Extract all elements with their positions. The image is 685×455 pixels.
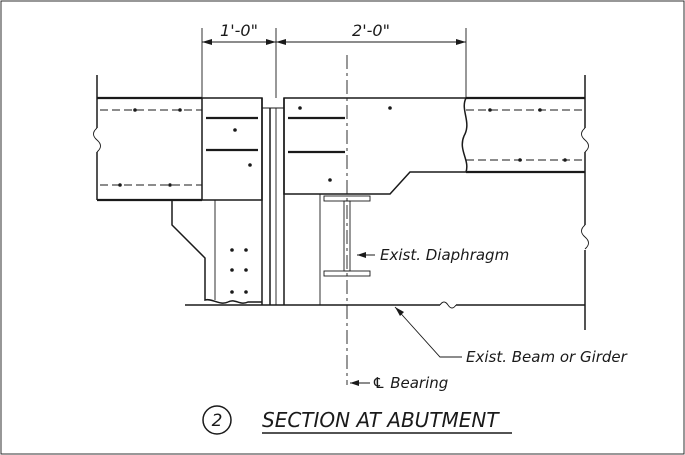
leaders <box>350 252 462 386</box>
abutment-seat <box>171 200 262 304</box>
detail-number: 2 <box>212 411 223 431</box>
dimension-right-label: 2'-0" <box>352 21 390 40</box>
dimension-lines <box>201 28 467 98</box>
dimension-left-label: 1'-0" <box>220 21 258 40</box>
beam-callout: Exist. Beam or Girder <box>466 348 628 366</box>
left-slab <box>97 96 202 202</box>
detail-number-circle <box>202 405 232 435</box>
girder-line <box>185 301 585 309</box>
right-slab <box>466 96 585 174</box>
diaphragm-callout: Exist. Diaphragm <box>380 246 509 264</box>
outer-walls <box>93 75 589 330</box>
expansion-joint <box>261 98 285 305</box>
closure-pour <box>201 97 468 201</box>
bearing-callout: ℄ Bearing <box>372 374 448 392</box>
section-title: SECTION AT ABUTMENT <box>262 408 500 432</box>
